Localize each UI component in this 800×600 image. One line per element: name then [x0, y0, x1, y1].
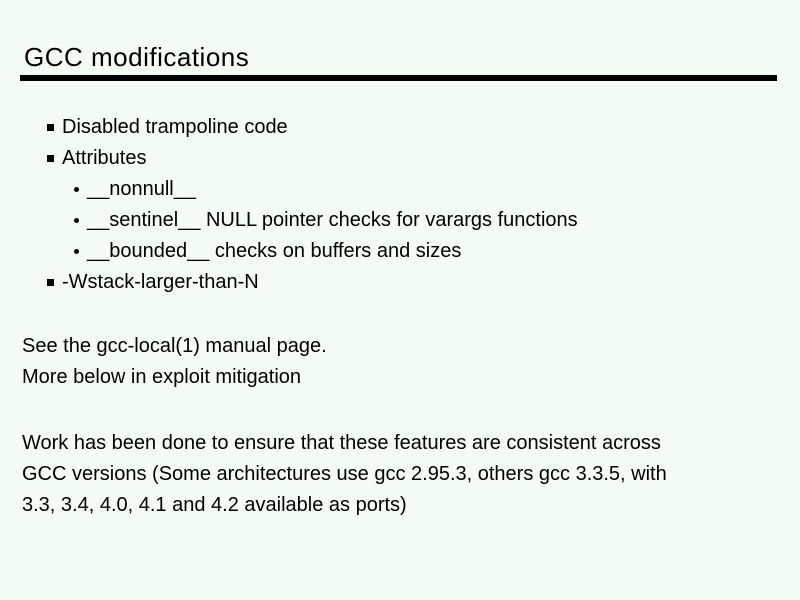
list-item: __nonnull__: [0, 174, 800, 205]
paragraph-line: Work has been done to ensure that these …: [22, 432, 661, 454]
square-bullet-icon: [47, 124, 54, 131]
list-item-label: __sentinel__ NULL pointer checks for var…: [87, 209, 578, 231]
title-underline: [20, 75, 777, 81]
square-bullet-icon: [47, 155, 54, 162]
list-item-label: __nonnull__: [87, 178, 196, 200]
paragraph-manual-note: See the gcc-local(1) manual page. More b…: [22, 331, 327, 393]
page-title: GCC modifications: [24, 42, 250, 72]
dot-bullet-icon: [74, 218, 79, 223]
list-item-label: __bounded__ checks on buffers and sizes: [87, 240, 462, 262]
bullet-list: Disabled trampoline code Attributes __no…: [0, 112, 800, 298]
list-item-label: Disabled trampoline code: [62, 116, 288, 138]
list-item: Disabled trampoline code: [0, 112, 800, 143]
paragraph-gcc-versions: Work has been done to ensure that these …: [22, 428, 667, 521]
square-bullet-icon: [47, 279, 54, 286]
paragraph-line: See the gcc-local(1) manual page.: [22, 335, 327, 357]
paragraph-line: More below in exploit mitigation: [22, 366, 302, 388]
paragraph-line: 3.3, 3.4, 4.0, 4.1 and 4.2 available as …: [22, 494, 407, 516]
list-item: Attributes: [0, 143, 800, 174]
list-item: __bounded__ checks on buffers and sizes: [0, 236, 800, 267]
dot-bullet-icon: [74, 249, 79, 254]
paragraph-line: GCC versions (Some architectures use gcc…: [22, 463, 667, 485]
list-item: -Wstack-larger-than-N: [0, 267, 800, 298]
list-item-label: -Wstack-larger-than-N: [62, 271, 259, 293]
list-item-label: Attributes: [62, 147, 147, 169]
list-item: __sentinel__ NULL pointer checks for var…: [0, 205, 800, 236]
dot-bullet-icon: [74, 187, 79, 192]
